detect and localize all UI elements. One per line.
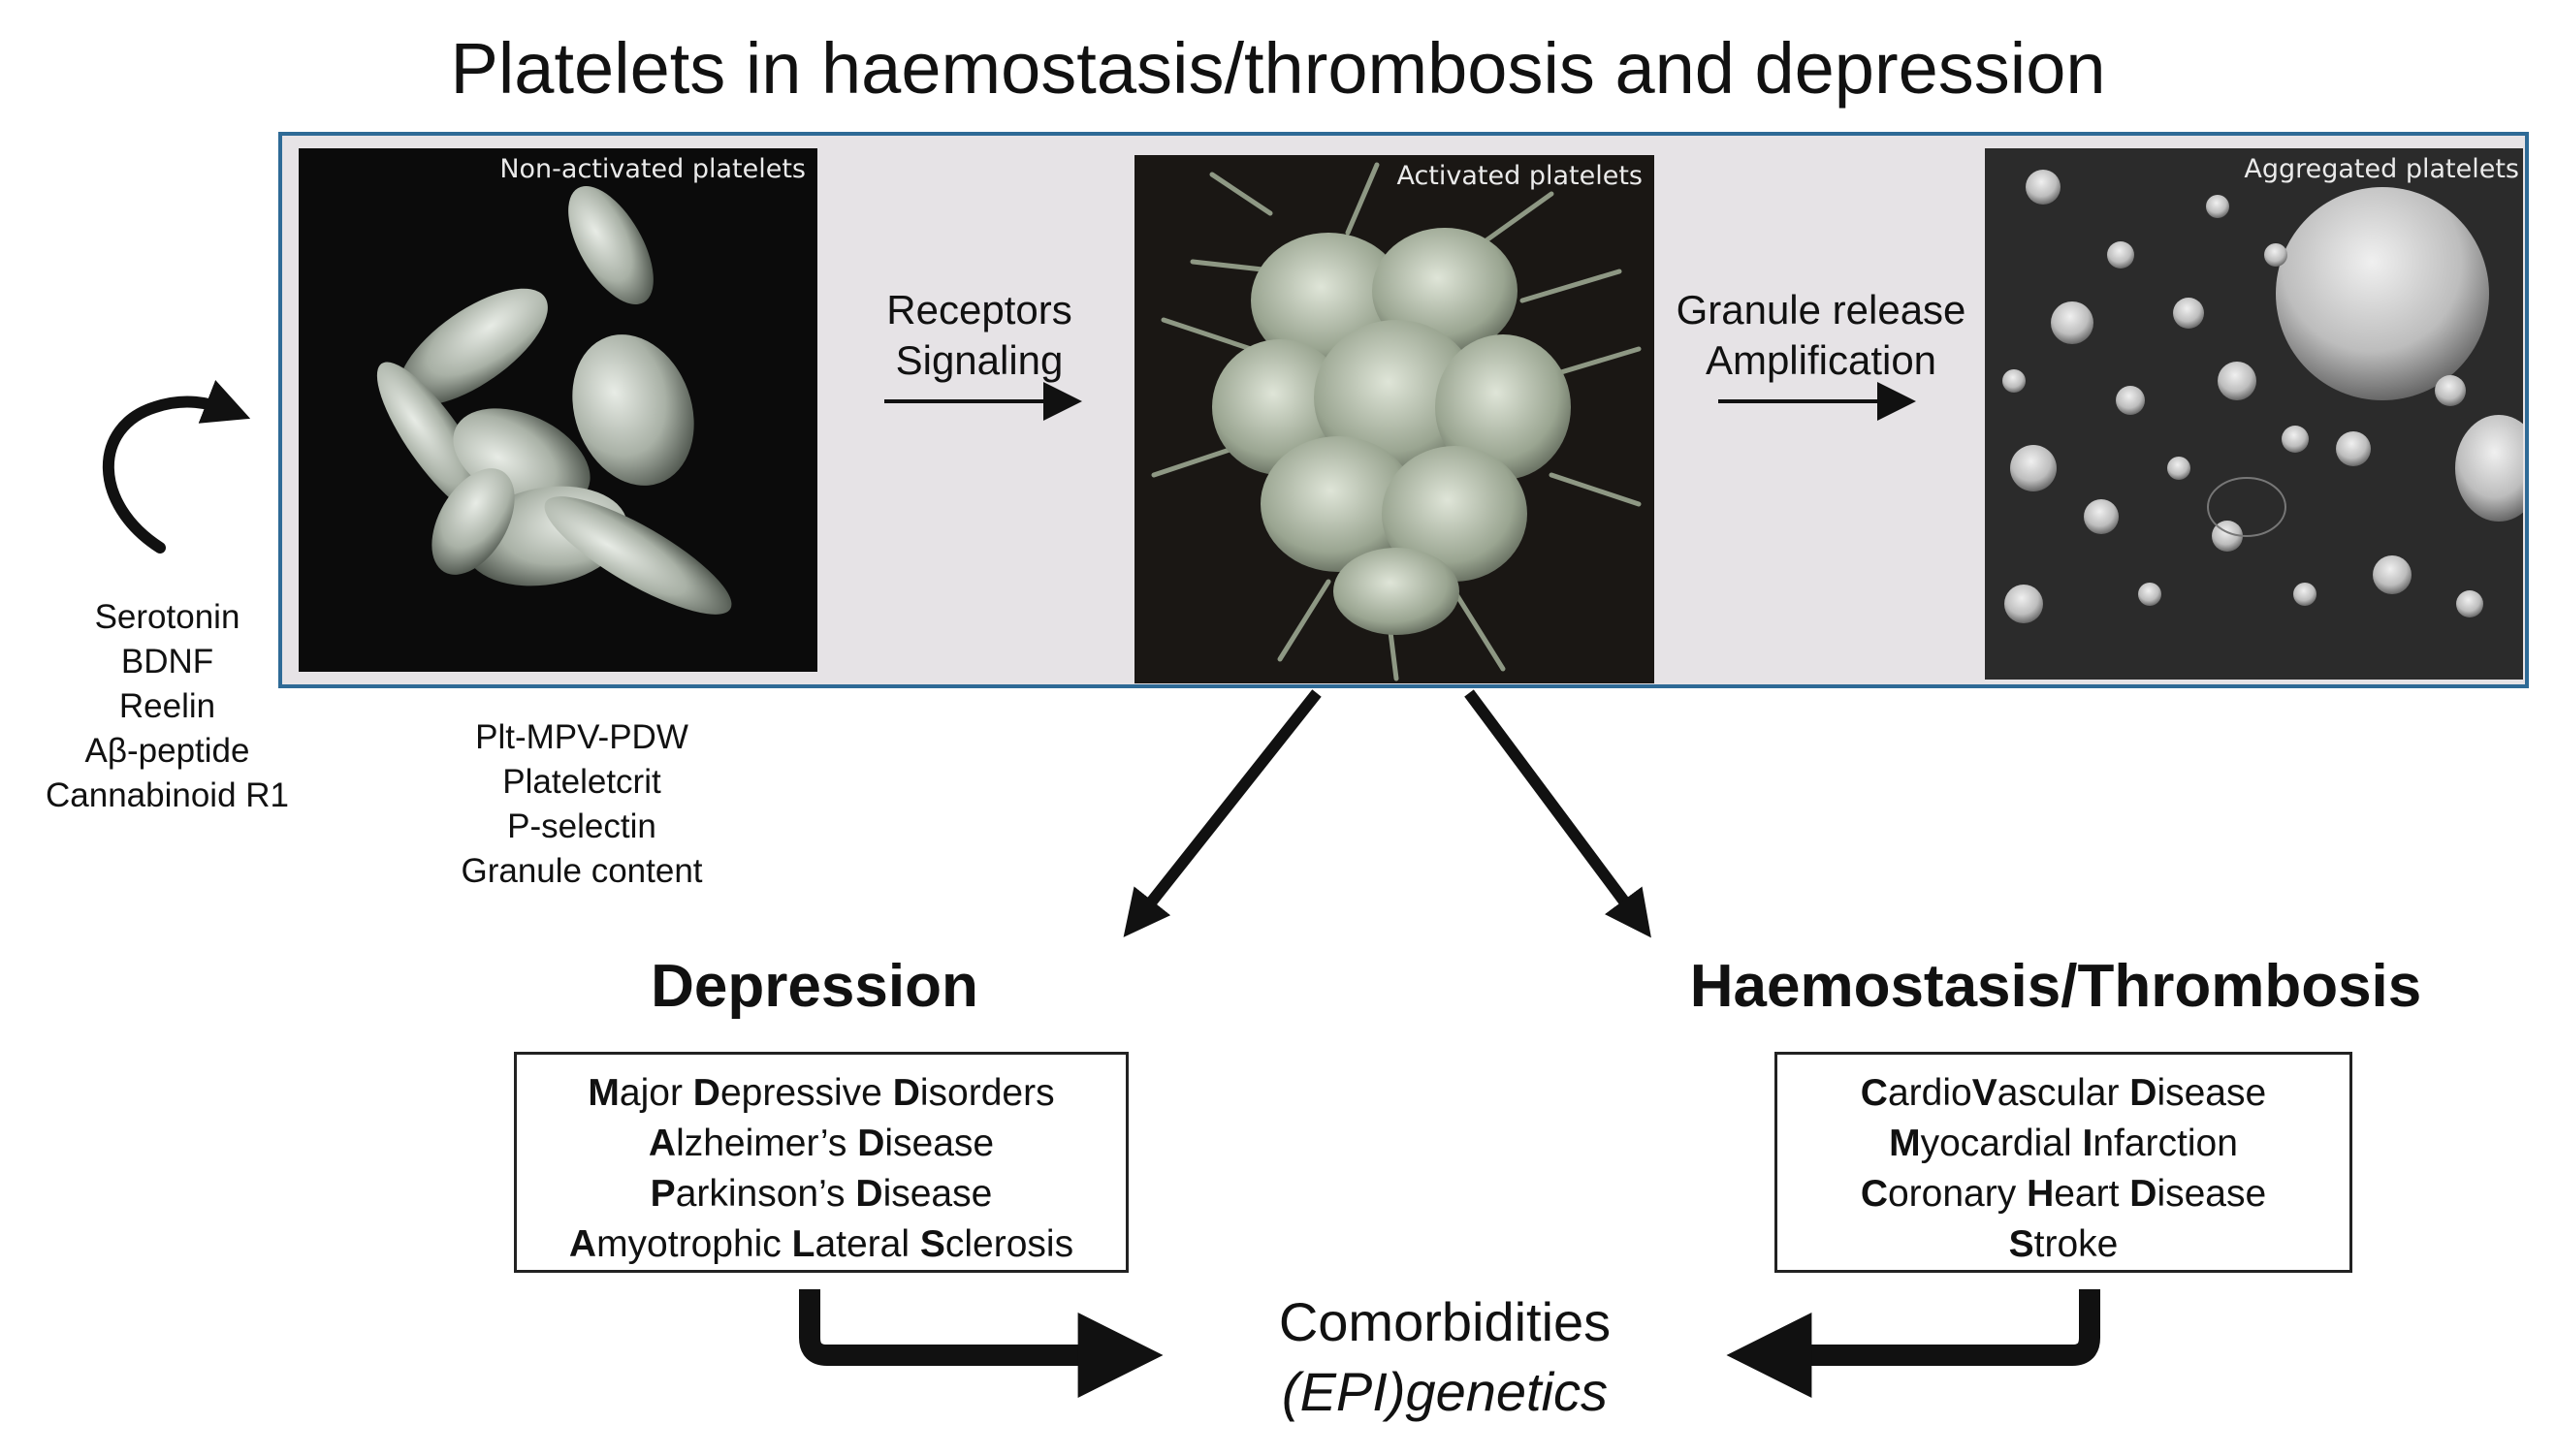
- caption-activated: Activated platelets: [1396, 161, 1643, 191]
- thrombosis-heading: Haemostasis/Thrombosis: [1689, 953, 2422, 1020]
- depression-disease-item: Amyotrophic Lateral Sclerosis: [568, 1223, 1074, 1265]
- comorbidities-text: Comorbidities: [1278, 1291, 1612, 1352]
- thrombosis-disease-item: Myocardial Infarction: [1889, 1123, 2238, 1164]
- marker-item: Plateletcrit: [502, 763, 661, 801]
- arrow-thrombosis-to-comorbidities: [1726, 1289, 2100, 1398]
- granule-release-text: Granule release: [1676, 287, 1966, 332]
- micrograph-non-activated: Non-activated platelets: [299, 148, 817, 672]
- arrow-to-thrombosis: [1464, 689, 1651, 938]
- marker-item: Granule content: [461, 852, 703, 890]
- amplification-text: Amplification: [1705, 337, 1937, 383]
- factor-item: Aβ-peptide: [84, 732, 250, 770]
- curved-feedback-arrow: [102, 380, 251, 554]
- epigenetics-text: (EPI)genetics: [1281, 1361, 1609, 1422]
- factor-item: BDNF: [120, 643, 214, 681]
- depression-disease-item: Parkinson’s Disease: [650, 1173, 993, 1215]
- factor-item: Reelin: [118, 687, 216, 725]
- marker-item: Plt-MPV-PDW: [475, 718, 688, 756]
- caption-aggregated: Aggregated platelets: [2244, 154, 2519, 184]
- thrombosis-disease-item: Stroke: [2008, 1223, 2119, 1265]
- comorbidities-label: Comorbidities (EPI)genetics: [1173, 1287, 1716, 1427]
- step-receptors-label: Receptors Signaling: [853, 285, 1105, 386]
- arrow-to-depression: [1123, 689, 1322, 937]
- activated-platelets-image: [1151, 162, 1642, 681]
- depression-disease-item: Alzheimer’s Disease: [648, 1123, 995, 1164]
- figure-title: Platelets in haemostasis/thrombosis and …: [450, 28, 2106, 109]
- micrograph-aggregated: Aggregated platelets: [1985, 148, 2523, 680]
- thrombosis-disease-item: Coronary Heart Disease: [1860, 1173, 2267, 1215]
- step-granule-label: Granule release Amplification: [1656, 285, 1986, 386]
- caption-non-activated: Non-activated platelets: [499, 154, 806, 184]
- micrograph-activated: Activated platelets: [1134, 155, 1654, 683]
- signaling-text: Signaling: [895, 337, 1064, 383]
- receptors-text: Receptors: [886, 287, 1072, 332]
- depression-heading: Depression: [651, 953, 978, 1020]
- depression-disease-item: Major Depressive Disorders: [588, 1072, 1055, 1114]
- factor-item: Serotonin: [94, 598, 240, 636]
- arrow-depression-to-comorbidities: [799, 1289, 1164, 1398]
- aggregated-platelets-image: [2002, 170, 2523, 623]
- thrombosis-disease-item: CardioVascular Disease: [1860, 1072, 2267, 1114]
- non-activated-platelets-image: [376, 185, 732, 615]
- marker-item: P-selectin: [507, 807, 656, 845]
- factor-item: Cannabinoid R1: [45, 776, 289, 814]
